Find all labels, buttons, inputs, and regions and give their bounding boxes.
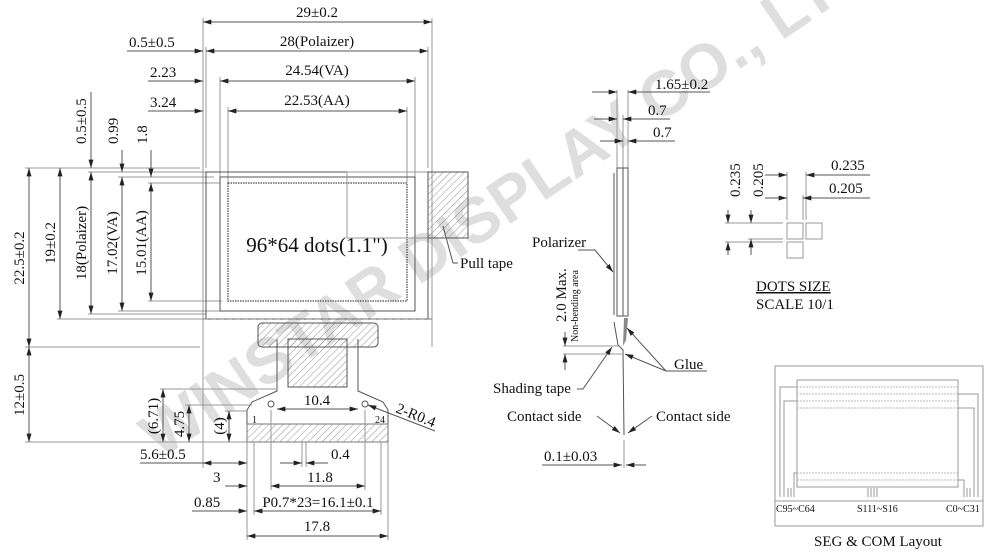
dim-neck-width: 10.4 xyxy=(304,393,331,409)
dim-width-overall: 29±0.2 xyxy=(296,5,338,21)
viewing-area xyxy=(219,176,416,312)
dim-dot-size-v: 0.205 xyxy=(751,163,767,197)
layout-title: SEG & COM Layout xyxy=(814,534,943,550)
dim-offset-va-y: 0.99 xyxy=(106,118,122,144)
fpc-tail: 1 24 12±0.5 (6.71) 4.75 (4) 10.4 2-R0.4 … xyxy=(12,322,439,540)
bend-max-label: 2.0 Max. xyxy=(554,268,570,322)
contact-side-left: Contact side xyxy=(507,409,582,425)
dim-thickness: 1.65±0.2 xyxy=(655,77,708,93)
dim-fpc-thickness: 0.1±0.03 xyxy=(544,449,597,465)
front-view: 29±0.2 28(Polaizer) 0.5±0.5 24.54(VA) 2.… xyxy=(12,5,513,443)
active-area xyxy=(227,182,408,302)
dim-475: 4.75 xyxy=(172,411,188,437)
dim-height-overall: 22.5±0.2 xyxy=(12,231,28,284)
fpc-hole-right xyxy=(361,400,369,408)
dim-width-polarizer: 28(Polaizer) xyxy=(280,34,354,50)
glue-label: Glue xyxy=(674,357,704,373)
polarizer-label: Polarizer xyxy=(532,235,586,251)
dim-offset-aa-x: 3.24 xyxy=(150,95,177,111)
dim-connector-width: 17.8 xyxy=(304,519,330,535)
dim-offset-aa-y: 1.8 xyxy=(135,125,151,144)
dim-hole-span: 11.8 xyxy=(307,470,333,486)
dim-dot-size-h: 0.205 xyxy=(829,181,863,197)
dim-offset-3: 3 xyxy=(213,470,221,486)
dim-radius: 2-R0.4 xyxy=(394,401,439,431)
dim-dot-pitch-h: 0.235 xyxy=(831,158,865,174)
dim-offset-polarizer-y: 0.5±0.5 xyxy=(74,98,90,144)
dim-671: (6.71) xyxy=(146,398,162,434)
dim-width-va: 24.54(VA) xyxy=(285,63,348,79)
dim-layer2: 0.7 xyxy=(653,125,672,141)
dim-offset-085: 0.85 xyxy=(194,495,220,511)
dim-pin-width: 0.4 xyxy=(331,447,350,463)
dim-height-va: 17.02(VA) xyxy=(105,211,121,274)
dots-size-title: DOTS SIZE xyxy=(756,279,831,295)
dots-size-detail: 0.235 0.205 0.235 0.205 DOTS SIZE SCALE … xyxy=(725,158,870,313)
pin-last: 24 xyxy=(375,415,385,426)
seg-label: S111~S16 xyxy=(857,504,898,515)
side-view: 1.65±0.2 0.7 0.7 Polarizer 2.0 Max. Non-… xyxy=(493,77,731,468)
dim-4: (4) xyxy=(212,417,228,435)
com-left-label: C95~C64 xyxy=(776,504,815,515)
bend-note-label: Non-bending area xyxy=(570,270,581,342)
dim-offset-56: 5.6±0.5 xyxy=(140,447,186,463)
dim-pitch: P0.7*23=16.1±0.1 xyxy=(262,495,373,511)
dim-dot-pitch-v: 0.235 xyxy=(728,163,744,197)
contact-side-right: Contact side xyxy=(656,409,731,425)
dim-height-glass: 19±0.2 xyxy=(43,222,59,264)
dim-tail-length: 12±0.5 xyxy=(12,374,28,416)
resolution-label: 96*64 dots(1.1") xyxy=(246,233,388,257)
fpc-contacts xyxy=(246,423,389,443)
dot xyxy=(805,222,823,240)
dim-offset-va-x: 2.23 xyxy=(150,65,176,81)
pull-tape-label: Pull tape xyxy=(460,256,513,272)
dim-width-aa: 22.53(AA) xyxy=(284,93,349,109)
fpc-hole-left xyxy=(267,400,275,408)
dot xyxy=(786,241,804,259)
dim-height-aa: 15.01(AA) xyxy=(134,210,150,275)
seg-com-layout: C95~C64 S111~S16 C0~C31 SEG & COM Layout xyxy=(774,365,984,550)
dim-offset-polarizer-x: 0.5±0.5 xyxy=(129,35,175,51)
pin-first: 1 xyxy=(252,415,257,426)
dot xyxy=(786,222,804,240)
shading-tape-label: Shading tape xyxy=(493,381,571,397)
pull-tape xyxy=(427,171,469,239)
dim-height-polarizer: 18(Polaizer) xyxy=(74,206,90,280)
com-right-label: C0~C31 xyxy=(946,504,980,515)
dots-scale: SCALE 10/1 xyxy=(756,297,834,313)
dim-layer1: 0.7 xyxy=(648,103,667,119)
